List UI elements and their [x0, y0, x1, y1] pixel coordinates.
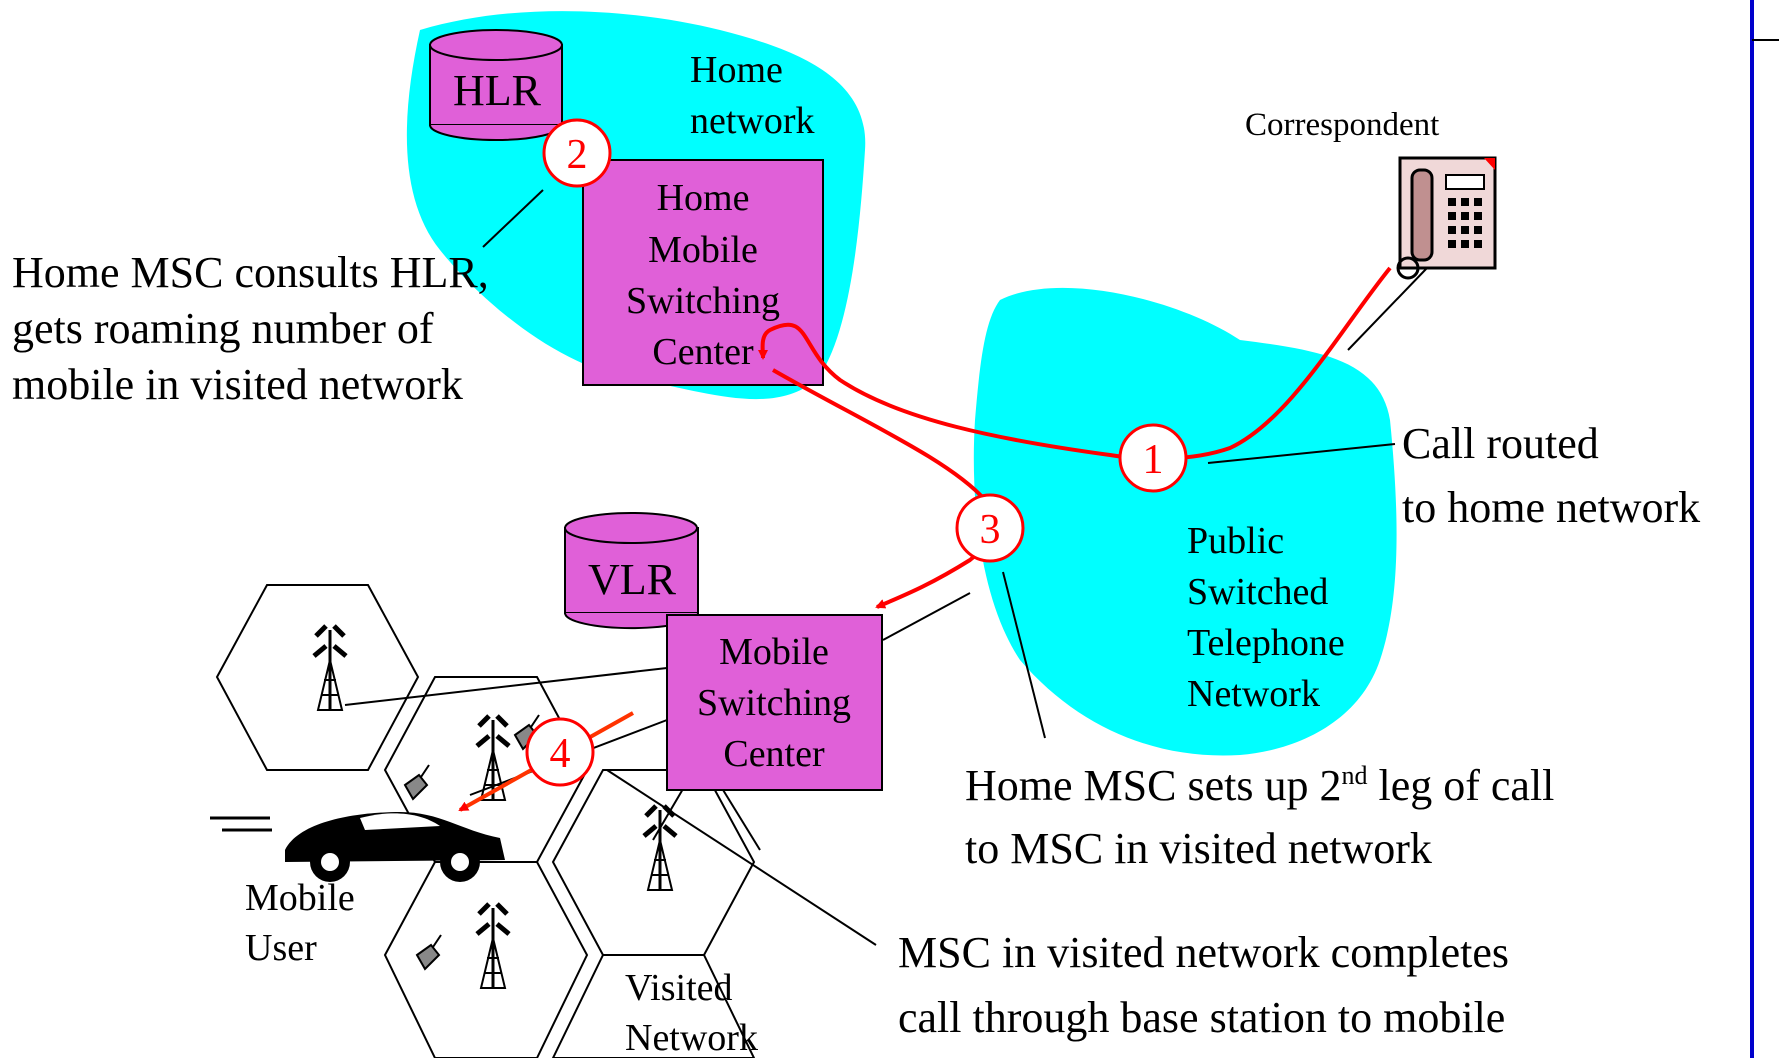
step-1-marker: 1 [1118, 423, 1188, 493]
step2-annotation-3: mobile in visited network [12, 360, 463, 409]
mobile-user-label-2: User [245, 927, 317, 969]
svg-text:4: 4 [550, 731, 571, 777]
visited-msc-box [666, 614, 883, 791]
step-4-marker: 4 [525, 717, 595, 787]
cell-phone-icon [404, 764, 430, 800]
pstn-label-4: Network [1187, 673, 1320, 715]
antenna-tower-icon [314, 626, 346, 710]
svg-text:3: 3 [980, 507, 1001, 553]
mobile-user-label-1: Mobile [245, 877, 355, 919]
step3-annotation-2: to MSC in visited network [965, 824, 1432, 873]
hlr-label: HLR [453, 66, 542, 115]
visited-network-label-1: Visited [625, 967, 733, 1009]
home-msc-label-2: Mobile [648, 229, 758, 271]
cell-grid [215, 584, 756, 1058]
home-msc-label-4: Center [652, 331, 754, 373]
car-icon [210, 812, 505, 882]
connector-lines [344, 189, 1428, 946]
pstn-label-1: Public [1187, 520, 1284, 562]
home-msc-label-1: Home [657, 177, 750, 219]
antenna-tower-icon [477, 904, 509, 988]
step2-annotation-1: Home MSC consults HLR, [12, 248, 489, 297]
home-msc-label-3: Switching [626, 280, 780, 322]
cell-phone-icon [416, 934, 442, 970]
step3-annotation-1: Home MSC sets up 2nd leg of call [965, 761, 1554, 810]
step-2-marker: 2 [542, 118, 612, 188]
telephone-icon [1396, 156, 1497, 280]
home-msc-box [582, 159, 824, 386]
home-network-label-1: Home [690, 49, 783, 91]
pstn-cloud [973, 287, 1397, 756]
visited-msc-label-1: Mobile [719, 631, 829, 673]
visited-msc-label-3: Center [723, 733, 825, 775]
correspondent-label: Correspondent [1245, 107, 1439, 143]
home-network-label-2: network [690, 100, 815, 142]
svg-text:1: 1 [1143, 437, 1164, 483]
step2-annotation-2: gets roaming number of [12, 304, 434, 353]
pstn-label-2: Switched [1187, 571, 1328, 613]
step4-annotation-2: call through base station to mobile [898, 993, 1505, 1042]
step-3-marker: 3 [955, 493, 1025, 563]
step1-annotation-2: to home network [1402, 483, 1700, 532]
step4-annotation-1: MSC in visited network completes [898, 928, 1509, 977]
visited-network-label-2: Network [625, 1017, 758, 1058]
antenna-tower-icon [644, 806, 676, 890]
svg-text:2: 2 [567, 132, 588, 178]
vlr-database-icon [564, 512, 699, 630]
visited-msc-label-2: Switching [697, 682, 851, 724]
step1-annotation-1: Call routed [1402, 419, 1599, 468]
vlr-label: VLR [588, 555, 677, 604]
pstn-label-3: Telephone [1187, 622, 1345, 664]
